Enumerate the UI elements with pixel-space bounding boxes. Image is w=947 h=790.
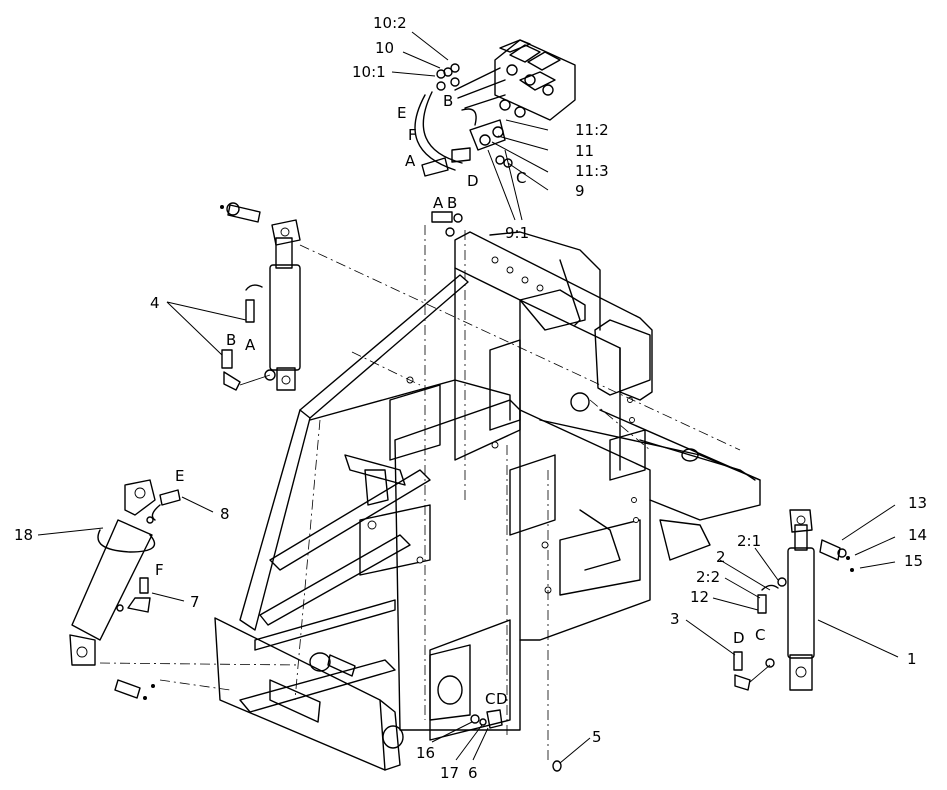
callout-a-top: A	[405, 152, 416, 170]
callout-2: 2	[716, 548, 726, 566]
callout-2-2: 2:2	[696, 568, 720, 586]
bottom-fittings	[470, 709, 562, 772]
callout-d-right: D	[733, 629, 745, 647]
callout-13: 13	[908, 494, 927, 512]
callout-15: 15	[904, 552, 923, 570]
callout-4: 4	[150, 294, 160, 312]
hose-clamp-ab	[431, 211, 463, 237]
control-valve-assembly	[414, 39, 576, 177]
callout-9: 9	[575, 182, 585, 200]
callout-b-left: B	[226, 331, 236, 349]
callout-labels: 10:2 10 10:1 E F B A D C 11:2 11 11:3 9 …	[14, 14, 927, 782]
callout-e-top: E	[397, 104, 406, 122]
callout-11-2: 11:2	[575, 121, 609, 139]
callout-c-bottom: C	[485, 690, 495, 708]
right-tilt-cylinder	[733, 509, 854, 691]
callout-a-mid: A	[433, 194, 444, 212]
upper-left-lift-cylinder	[220, 202, 301, 391]
callout-17: 17	[440, 764, 459, 782]
leader-lines	[37, 31, 899, 764]
callout-11-3: 11:3	[575, 162, 609, 180]
assembly-centerlines	[99, 225, 741, 760]
callout-12: 12	[690, 588, 709, 606]
callout-10: 10	[375, 39, 394, 57]
callout-d-top: D	[467, 172, 479, 190]
callout-10-2: 10:2	[373, 14, 407, 32]
callout-3: 3	[670, 610, 680, 628]
callout-10-1: 10:1	[352, 63, 386, 81]
loader-frame	[214, 231, 761, 771]
callout-2-1: 2:1	[737, 532, 761, 550]
callout-8: 8	[220, 505, 230, 523]
callout-9-1: 9:1	[505, 224, 529, 242]
callout-6: 6	[468, 764, 478, 782]
callout-7: 7	[190, 593, 200, 611]
callout-e-left: E	[175, 467, 184, 485]
left-tilt-cylinder	[69, 479, 181, 700]
callout-a-left: A	[245, 336, 256, 354]
callout-f-top: F	[408, 126, 417, 144]
callout-5: 5	[592, 728, 602, 746]
callout-14: 14	[908, 526, 927, 544]
callout-c-top: C	[516, 169, 526, 187]
callout-c-right: C	[755, 626, 765, 644]
callout-18: 18	[14, 526, 33, 544]
callout-16: 16	[416, 744, 435, 762]
callout-d-bottom: D	[496, 690, 508, 708]
callout-f-left: F	[155, 561, 164, 579]
callout-1: 1	[907, 650, 917, 668]
callout-b-top: B	[443, 92, 453, 110]
callout-b-mid: B	[447, 194, 457, 212]
callout-11: 11	[575, 142, 594, 160]
